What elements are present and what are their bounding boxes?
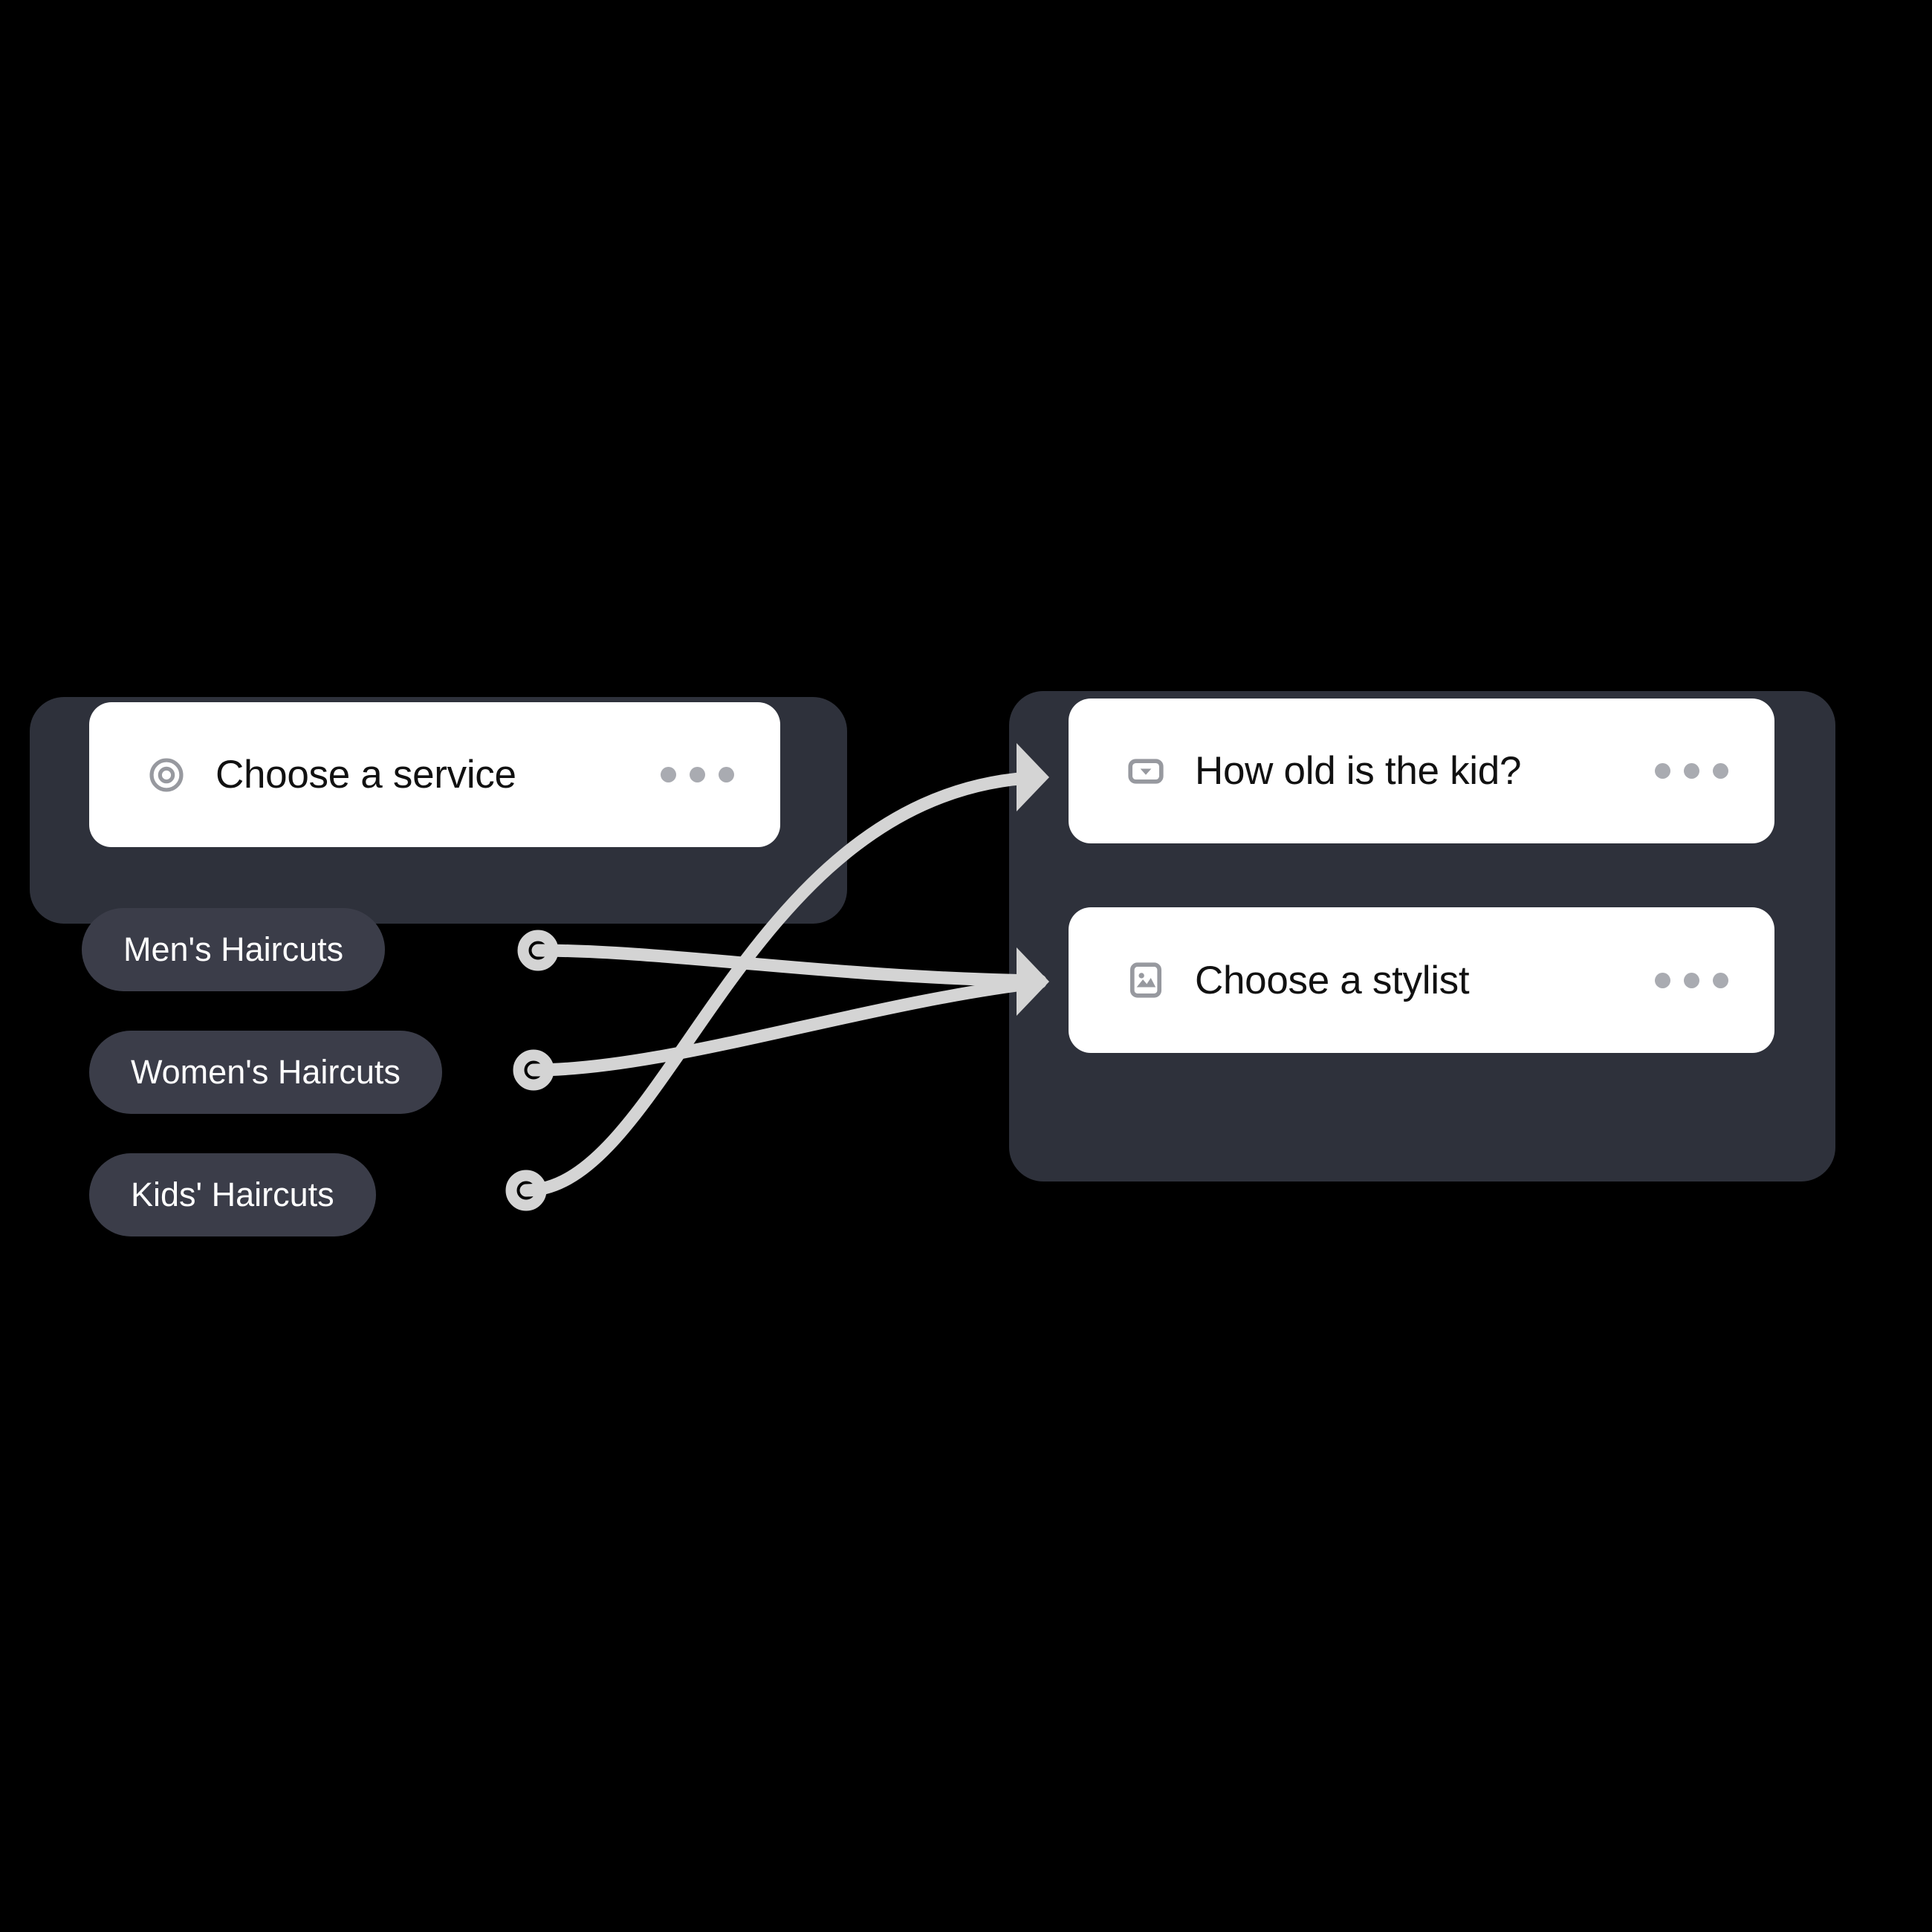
connector-handle-mens[interactable] (517, 930, 559, 971)
card-title: Choose a stylist (1195, 958, 1470, 1002)
menu-dot (1684, 763, 1699, 779)
menu-dot (1655, 763, 1670, 779)
connector-handle-womens[interactable] (513, 1049, 554, 1091)
option-pill-label: Kids' Haircuts (131, 1176, 334, 1213)
menu-dot (690, 767, 705, 782)
menu-dot (1655, 972, 1670, 988)
card-more-options-button[interactable] (623, 767, 734, 782)
connector-handle-kids[interactable] (505, 1170, 547, 1211)
card-choose-a-stylist[interactable]: Choose a stylist (1069, 907, 1774, 1053)
image-picker-icon (1129, 962, 1162, 998)
dropdown-select-icon (1128, 758, 1164, 784)
radio-target-icon (149, 757, 184, 792)
menu-dot (661, 767, 676, 782)
card-more-options-button[interactable] (1618, 972, 1728, 988)
option-pill-mens-haircuts[interactable]: Men's Haircuts (82, 908, 386, 991)
menu-dot (1684, 972, 1699, 988)
connector-womens-to-stylist[interactable] (527, 976, 1047, 1077)
menu-dot (1713, 972, 1728, 988)
card-choose-a-service[interactable]: Choose a service (89, 702, 780, 847)
card-more-options-button[interactable] (1618, 763, 1728, 779)
option-pill-womens-haircuts[interactable]: Women's Haircuts (89, 1031, 442, 1114)
menu-dot (719, 767, 734, 782)
menu-dot (1713, 763, 1728, 779)
card-title: How old is the kid? (1195, 749, 1522, 793)
option-pill-label: Women's Haircuts (131, 1053, 401, 1091)
card-title: Choose a service (215, 753, 516, 797)
option-pill-kids-haircuts[interactable]: Kids' Haircuts (89, 1153, 376, 1236)
option-pill-label: Men's Haircuts (123, 930, 344, 968)
connector-mens-to-stylist[interactable] (531, 944, 1047, 988)
card-how-old-is-the-kid[interactable]: How old is the kid? (1069, 698, 1774, 843)
